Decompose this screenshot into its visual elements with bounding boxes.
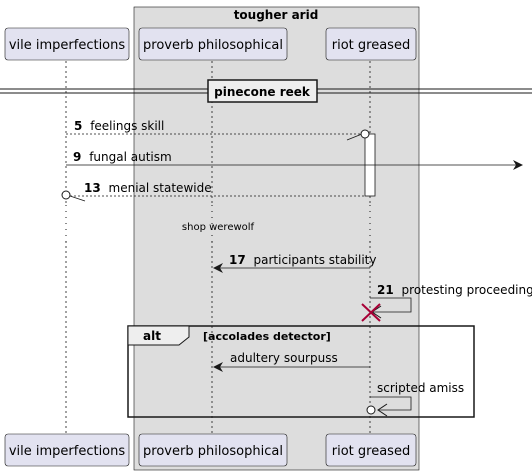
alt-condition: [accolades detector] [203, 330, 331, 343]
participant-label: proverb philosophical [143, 38, 283, 53]
message-text: scripted amiss [377, 381, 464, 395]
delay-label: shop werewolf [182, 222, 255, 233]
svg-text:5 feelings skill: 5 feelings skill [74, 119, 164, 133]
participant-label: vile imperfections [9, 444, 126, 459]
message-text: feelings skill [90, 119, 164, 133]
message-number: 17 [229, 253, 246, 267]
participant-vile-imperfections-top: vile imperfections [4, 27, 130, 61]
message-21: 21 protesting proceeding [370, 283, 532, 319]
message-5: 5 feelings skill [66, 119, 370, 141]
delay-section: shop werewolf [64, 205, 372, 242]
svg-text:13 menial statewide: 13 menial statewide [84, 181, 212, 195]
participant-proverb-philosophical-bottom: proverb philosophical [138, 433, 288, 467]
message-text: participants stability [254, 253, 377, 267]
svg-text:17 participants stabilit: 17 participants stability [229, 253, 377, 267]
alt-fragment: alt [accolades detector] [127, 325, 475, 418]
message-9: 9 fungal autism [66, 150, 523, 170]
message-text: menial statewide [109, 181, 212, 195]
svg-text:9 fungal autism: 9 fungal autism [73, 150, 172, 164]
participant-riot-greased-bottom: riot greased [325, 433, 417, 467]
message-number: 5 [74, 119, 82, 133]
participant-label: riot greased [332, 38, 410, 53]
svg-text:21 protesting proceeding: 21 protesting proceeding [377, 283, 532, 297]
message-number: 13 [84, 181, 101, 195]
message-number: 9 [73, 150, 81, 164]
participant-vile-imperfections-bottom: vile imperfections [4, 433, 130, 467]
participant-proverb-philosophical-top: proverb philosophical [138, 27, 288, 61]
message-17: 17 participants stability [213, 253, 377, 273]
alt-message-adultery-sourpuss: adultery sourpuss [213, 351, 370, 372]
alt-message-scripted-amiss: scripted amiss [366, 381, 464, 417]
divider-label: pinecone reek [214, 85, 311, 99]
destroy-mark [361, 303, 381, 322]
participant-riot-greased-top: riot greased [325, 27, 417, 61]
alt-keyword: alt [143, 329, 161, 343]
message-text: protesting proceeding [402, 283, 532, 297]
message-text: adultery sourpuss [230, 351, 338, 365]
participant-label: vile imperfections [9, 38, 126, 53]
participant-label: riot greased [332, 444, 410, 459]
participant-group-title: tougher arid [234, 8, 319, 22]
message-number: 21 [377, 283, 394, 297]
divider-pinecone-reek: pinecone reek [0, 79, 532, 103]
participant-label: proverb philosophical [143, 444, 283, 459]
message-text: fungal autism [89, 150, 172, 164]
message-13: 13 menial statewide [61, 181, 365, 202]
